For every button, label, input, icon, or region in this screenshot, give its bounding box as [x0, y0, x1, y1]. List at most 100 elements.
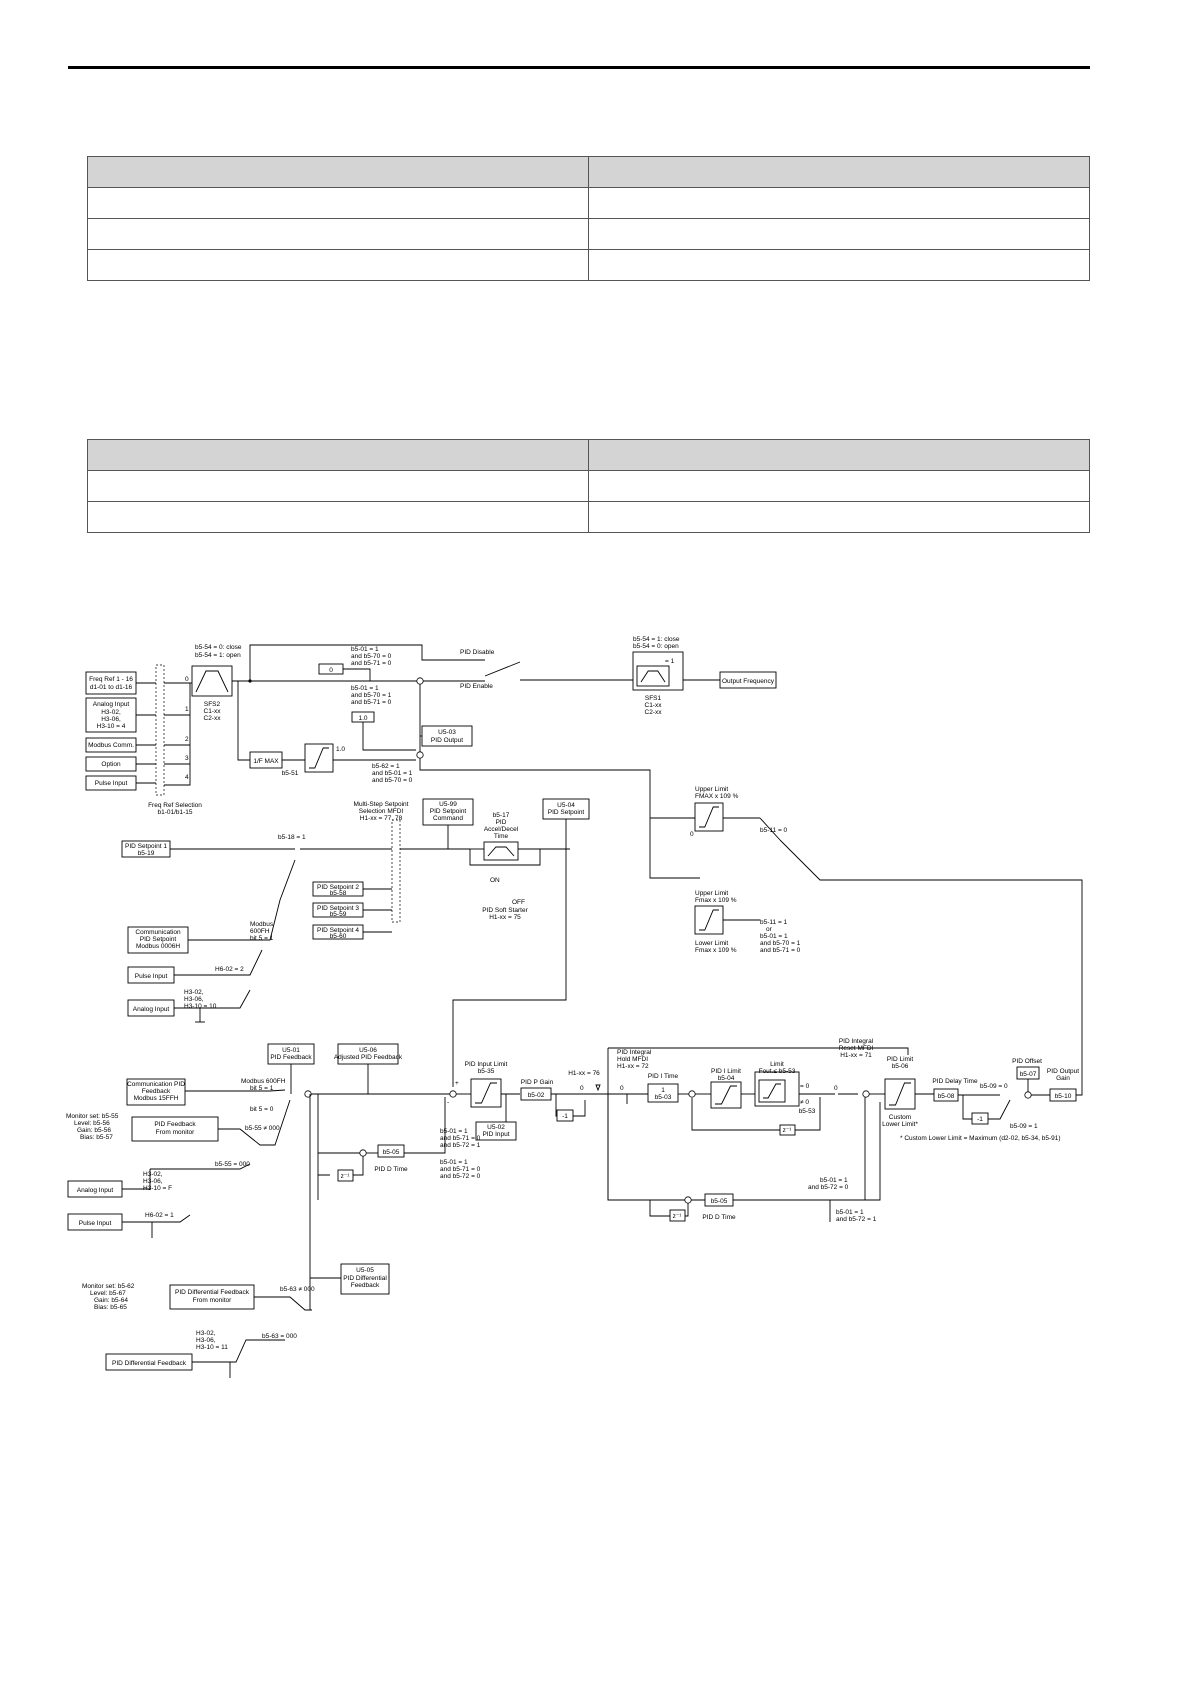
diagram-label: ≠ 0 — [800, 1099, 809, 1106]
table-header-cell — [87, 156, 589, 188]
diagram-label: and b5-72 = 1 — [836, 1216, 877, 1223]
signal-line — [404, 1097, 446, 1154]
diagram-label: b5-54 = 1: close — [633, 636, 680, 643]
table-cell — [588, 470, 1090, 502]
signal-line — [254, 1296, 312, 1311]
diagram-label: Selection MFDI — [359, 808, 404, 815]
diagram-label: 600FH — [250, 928, 270, 935]
diagram-label: 1/F MAX — [253, 758, 279, 765]
table-row — [87, 249, 1090, 281]
diagram-label: -1 — [562, 1113, 568, 1120]
diagram-label: PID Integral — [839, 1038, 874, 1045]
summing-junction — [1024, 1091, 1032, 1099]
ramp-curve — [640, 670, 666, 683]
diagram-label: PID Feedback — [270, 1054, 312, 1061]
signal-line — [188, 859, 296, 941]
diagram-label: 2 — [185, 736, 189, 743]
signal-line — [988, 1099, 1011, 1120]
diagram-label: bit 5 = 1 — [250, 935, 274, 942]
diagram-label: Fmax x 109 % — [695, 947, 737, 954]
diagram-label: b5-01 = 1 — [836, 1209, 864, 1216]
table-cell — [87, 187, 589, 219]
diagram-label: 1.0 — [358, 715, 367, 722]
diagram-label: b5-53 — [799, 1108, 816, 1115]
diagram-label: H3-06, — [101, 716, 121, 723]
diagram-label: Analog Input — [93, 701, 130, 708]
diagram-label: H3-10 = 10 — [184, 1003, 217, 1010]
diagram-label: 4 — [185, 774, 189, 781]
diagram-label: or — [766, 926, 773, 933]
summing-junction — [449, 1090, 457, 1098]
diagram-label: PID Offset — [1012, 1058, 1042, 1065]
diagram-label: U5-03 — [438, 729, 456, 736]
switch-blade — [484, 661, 521, 677]
diagram-label: Modbus — [250, 921, 274, 928]
diagram-label: PID Soft Starter — [482, 907, 528, 914]
diagram-label: b5-01 = 1 — [351, 685, 379, 692]
limiter-curve — [699, 909, 719, 931]
diagram-label: Reset MFDI — [839, 1045, 874, 1052]
diagram-label: H3-10 = 4 — [97, 723, 126, 730]
switch-blade-2 — [759, 817, 781, 841]
signal-line-disable — [249, 644, 485, 681]
diagram-label: b5-02 — [528, 1092, 545, 1099]
diagram-label: PID Setpoint 4 — [317, 927, 359, 934]
ramp-curve — [195, 670, 229, 693]
diagram-label: b5-35 — [478, 1068, 495, 1075]
diagram-label: bit 5 = 1 — [250, 1085, 274, 1092]
b5-05-block-a — [377, 1144, 405, 1158]
diagram-label: Lower Limit — [695, 940, 728, 947]
limiter-block — [304, 743, 334, 773]
pid-diff-feedback-monitor-block — [169, 1284, 255, 1310]
diagram-label: Gain — [1056, 1075, 1070, 1082]
limiter-curve — [309, 747, 329, 769]
b5-03-block — [647, 1083, 679, 1103]
diagram-label: b5-58 — [330, 890, 347, 897]
diagram-label: U5-06 — [359, 1047, 377, 1054]
diagram-label: PID Setpoint — [430, 808, 467, 815]
diagram-label: 0 — [580, 1085, 584, 1092]
diagram-label: Communication PID — [127, 1081, 185, 1088]
diagram-label: FMAX x 109 % — [695, 793, 739, 800]
diagram-label: SFS2 — [204, 701, 221, 708]
diagram-label: PID Input Limit — [465, 1061, 508, 1068]
summing-junction — [684, 1196, 692, 1204]
comm-pid-feedback-block — [126, 1078, 186, 1106]
diagram-label: Hold MFDI — [617, 1056, 648, 1063]
diagram-label: OFF — [512, 899, 525, 906]
feedback-path — [419, 758, 700, 879]
diagram-label: PID Output — [431, 737, 463, 744]
parameter-table-2 — [87, 439, 1090, 533]
u5-05-block — [340, 1263, 390, 1295]
diagram-label: 0 — [620, 1085, 624, 1092]
trigger-marker — [595, 1084, 601, 1092]
analog-input-block — [85, 697, 137, 733]
diagram-label: PID Setpoint 3 — [317, 905, 359, 912]
diagram-label: + — [455, 1080, 459, 1087]
diagram-label: Modbus Comm. — [88, 742, 134, 749]
output-return — [779, 839, 1083, 1096]
diagram-label: PID Differential Feedback — [175, 1289, 250, 1296]
diagram-label: z⁻¹ — [341, 1173, 351, 1180]
diagram-label: and b5-71 = 0 — [440, 1166, 481, 1173]
table-header-cell — [588, 439, 1090, 471]
diagram-label: U5-01 — [282, 1047, 300, 1054]
diagram-label: 0 — [185, 676, 189, 683]
diagram-label: PID Setpoint — [140, 936, 177, 943]
top-rule — [68, 66, 1090, 69]
diagram-label: b5-55 ≠ 000 — [245, 1125, 280, 1132]
diagram-label: Accel/Decel — [484, 826, 519, 833]
table-header-cell — [588, 156, 1090, 188]
diagram-label: and b5-71 = 0 — [351, 699, 392, 706]
signal-line — [218, 1099, 291, 1146]
diagram-label: Time — [494, 833, 509, 840]
diagram-shapes — [67, 644, 1083, 1378]
parameter-table-1 — [87, 156, 1090, 281]
diagram-label: and b5-71 = 0 — [440, 1135, 481, 1142]
diagram-label: b5-09 = 1 — [1010, 1123, 1038, 1130]
ramp-curve — [487, 846, 515, 857]
b5-10-block — [1049, 1088, 1077, 1102]
diagram-label: PID Delay Time — [932, 1078, 978, 1085]
diagram-label: Fout.≤ b5-53 — [759, 1068, 796, 1075]
